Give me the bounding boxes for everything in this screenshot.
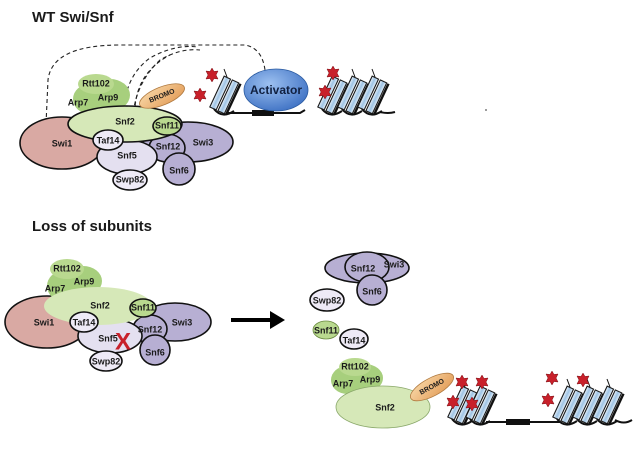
red-star-icon <box>475 374 489 390</box>
label-arp9: Arp9 <box>98 92 119 102</box>
panel-title-wt: WT Swi/Snf <box>32 9 115 26</box>
label-snf11: Snf11 <box>131 302 155 312</box>
subunit-swp82 <box>89 350 123 372</box>
subunit-rtt102 <box>339 358 371 376</box>
label-snf2: Snf2 <box>90 300 110 310</box>
label-arp9: Arp9 <box>74 276 95 286</box>
dissociated-subunits: Snf12 Swi3 Snf6 Swp82 Snf11 Taf14 <box>309 251 410 350</box>
subunit-snf11 <box>129 298 157 318</box>
red-star-icon <box>455 374 469 390</box>
right-arrow-icon <box>231 311 285 329</box>
loss-complex: Swi1 Snf2 Rtt102 Arp7 Arp9 Snf11 Taf14 S… <box>4 259 212 372</box>
red-star-icon <box>193 87 207 103</box>
label-snf6: Snf6 <box>145 347 165 357</box>
subunit-swp82 <box>112 169 148 191</box>
deletion-x-icon: X <box>115 328 131 355</box>
dashed-interaction-swi1-activator <box>45 44 266 125</box>
label-snf12: Snf12 <box>351 263 376 273</box>
label-snf6: Snf6 <box>169 165 189 175</box>
label-snf12: Snf12 <box>138 324 163 334</box>
subunit-taf14 <box>92 129 124 151</box>
label-arp7: Arp7 <box>68 97 89 107</box>
label-taf14: Taf14 <box>343 335 366 345</box>
red-star-icon <box>205 67 219 83</box>
label-taf14: Taf14 <box>73 317 96 327</box>
subunit-rtt102 <box>50 259 84 279</box>
dashed-interaction-snf5 <box>131 49 201 141</box>
activator: Activator <box>243 68 309 112</box>
red-star-icon <box>576 372 590 388</box>
subunit-snf2 <box>335 385 431 429</box>
red-star-icon <box>541 392 555 408</box>
label-activator: Activator <box>250 83 302 97</box>
label-swi3: Swi3 <box>172 317 193 327</box>
label-swi1: Swi1 <box>34 317 55 327</box>
bromo-domain-wt: BROMO <box>139 83 185 109</box>
label-rtt102: Rtt102 <box>341 361 369 371</box>
label-snf5: Snf5 <box>117 150 137 160</box>
label-swp82: Swp82 <box>313 295 342 305</box>
subunit-rtt102 <box>78 74 114 94</box>
subunit-snf11 <box>312 320 340 340</box>
label-arp7: Arp7 <box>45 283 66 293</box>
label-rtt102: Rtt102 <box>53 263 81 273</box>
subunit-snf6 <box>356 274 388 306</box>
label-snf12: Snf12 <box>156 141 181 151</box>
subunit-snf2 <box>44 287 152 325</box>
stray-dot <box>485 109 487 111</box>
subunit-snf11 <box>152 116 182 136</box>
label-snf5: Snf5 <box>98 333 118 343</box>
chromatin-wt <box>193 65 396 116</box>
label-arp7: Arp7 <box>333 378 354 388</box>
subunit-snf6 <box>139 334 171 366</box>
label-snf6: Snf6 <box>362 286 382 296</box>
chromatin-result <box>446 370 633 426</box>
label-arp9: Arp9 <box>360 374 381 384</box>
label-snf11: Snf11 <box>155 120 179 130</box>
label-swp82: Swp82 <box>116 174 145 184</box>
subunit-taf14 <box>339 328 369 350</box>
bromo-domain-result: BROMO <box>409 372 455 402</box>
label-snf11: Snf11 <box>314 325 338 335</box>
label-swp82: Swp82 <box>92 356 121 366</box>
label-swi3: Swi3 <box>193 137 214 147</box>
panel-title-loss: Loss of subunits <box>32 218 152 235</box>
subunit-snf6 <box>162 152 196 186</box>
label-rtt102: Rtt102 <box>82 78 110 88</box>
label-swi3: Swi3 <box>384 259 405 269</box>
wt-complex: Swi1 Snf2 Rtt102 Arp7 Arp9 Snf11 Taf14 S… <box>19 74 234 191</box>
label-swi1: Swi1 <box>52 138 73 148</box>
remaining-complex: Rtt102 Arp7 Arp9 Snf2 <box>331 358 431 429</box>
promoter-element-result <box>506 419 530 425</box>
subunit-taf14 <box>69 311 99 333</box>
label-taf14: Taf14 <box>97 135 120 145</box>
label-snf2: Snf2 <box>375 402 395 412</box>
promoter-element-wt <box>252 110 274 116</box>
subunit-swp82 <box>309 288 345 312</box>
label-snf2: Snf2 <box>115 116 135 126</box>
red-star-icon <box>545 370 559 386</box>
